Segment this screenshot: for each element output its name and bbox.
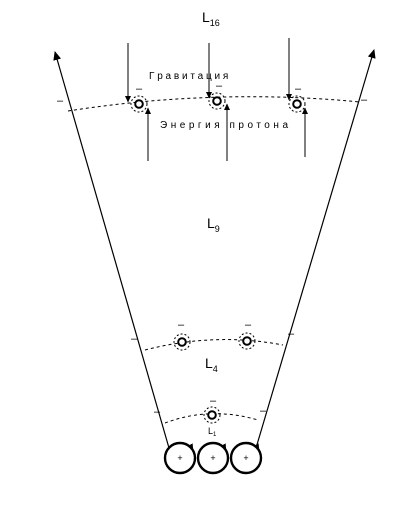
electron-l16-2	[208, 92, 226, 110]
minus-sign: –	[245, 319, 252, 331]
minus-sign: –	[178, 319, 185, 331]
proton-3: +	[229, 441, 263, 475]
left-boundary-arrow	[53, 51, 170, 449]
minus-sign: –	[288, 328, 295, 340]
level-label-1: L1	[208, 426, 217, 438]
minus-sign: –	[154, 406, 161, 418]
proton-energy-label: Энергия протона	[160, 120, 288, 131]
electron-l4-2	[238, 332, 256, 350]
electron-l4-1	[173, 333, 191, 351]
level-label-9: L9	[207, 215, 220, 234]
proton-2-sign: +	[210, 453, 215, 463]
proton-3-sign: +	[243, 453, 248, 463]
electron-l1	[203, 406, 221, 424]
proton-1: +	[163, 441, 197, 475]
minus-sign: –	[260, 405, 267, 417]
level-arc-1	[164, 413, 259, 424]
level-label-4: L4	[205, 355, 218, 374]
electron-l16-3	[288, 95, 306, 113]
level-label-16: L16	[202, 9, 220, 28]
minus-sign: –	[136, 83, 143, 95]
level-arc-4	[144, 339, 284, 351]
proton-2: +	[196, 441, 230, 475]
minus-sign: –	[216, 80, 223, 92]
minus-sign: –	[295, 83, 302, 95]
level-arc-16	[67, 96, 361, 112]
proton-1-sign: +	[177, 453, 182, 463]
right-boundary-arrow	[255, 49, 376, 449]
minus-sign: –	[57, 95, 64, 107]
minus-sign: –	[361, 94, 368, 106]
minus-sign: –	[210, 395, 217, 407]
gravity-label: Г р а в и т а ц и я	[149, 71, 228, 82]
minus-sign: –	[131, 333, 138, 345]
electron-l16-1	[130, 95, 148, 113]
